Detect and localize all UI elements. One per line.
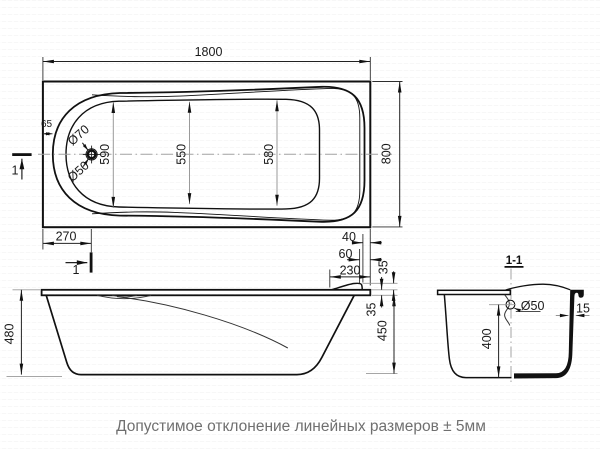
svg-text:580: 580 [262,144,276,165]
svg-text:Ø70: Ø70 [65,122,92,148]
svg-text:35: 35 [376,260,390,274]
svg-text:800: 800 [379,143,393,164]
svg-text:60: 60 [339,247,353,261]
svg-text:480: 480 [2,324,16,345]
svg-text:35: 35 [364,303,378,317]
svg-text:230: 230 [340,263,361,277]
svg-text:65: 65 [41,119,53,130]
svg-text:1-1: 1-1 [506,255,523,267]
svg-text:Допустимое отклонение линейных: Допустимое отклонение линейных размеров … [116,418,486,435]
svg-text:1800: 1800 [195,45,223,59]
svg-text:Ø50: Ø50 [521,299,545,313]
svg-text:400: 400 [480,328,494,349]
svg-text:450: 450 [375,320,389,341]
svg-text:Ø50: Ø50 [65,158,92,184]
svg-text:270: 270 [56,229,77,243]
svg-text:15: 15 [576,302,590,316]
svg-text:550: 550 [174,144,188,165]
svg-text:40: 40 [342,230,356,244]
svg-text:1: 1 [73,263,80,277]
svg-text:590: 590 [98,144,112,165]
svg-text:1: 1 [12,164,19,178]
